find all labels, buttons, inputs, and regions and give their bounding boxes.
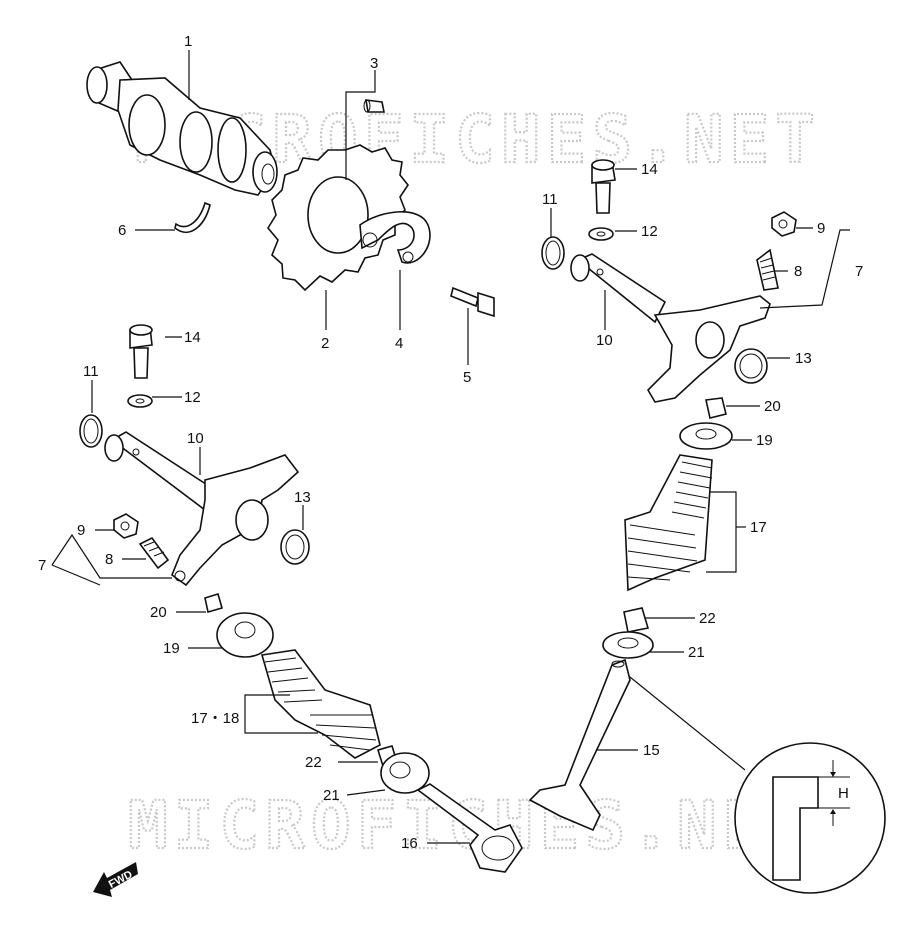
- callout-17-18-left: 17・18: [191, 710, 239, 727]
- valve-cotter-left: [204, 592, 223, 614]
- callout-16: 16: [401, 835, 418, 852]
- callout-5: 5: [463, 369, 471, 386]
- dimension-h-label: H: [838, 785, 849, 802]
- callout-6: 6: [118, 222, 126, 239]
- dowel-pin: [363, 99, 385, 113]
- callout-4: 4: [395, 335, 403, 352]
- callout-14-left: 14: [184, 329, 201, 346]
- circlip: [174, 201, 211, 234]
- rocker-arm-right: [646, 295, 771, 403]
- callout-7-left: 7: [38, 557, 46, 574]
- callout-7-right: 7: [855, 263, 863, 280]
- rocker-shaft-left: [104, 431, 217, 512]
- adjust-screw-left: [138, 536, 170, 570]
- callout-20-left: 20: [150, 604, 167, 621]
- leader-lines: [51, 50, 850, 844]
- spring-retainer-right: [679, 422, 733, 450]
- valve-stem-seal-right: [623, 607, 650, 633]
- valve-cotter-right: [705, 397, 727, 419]
- o-ring-shaft-right: [541, 236, 565, 270]
- callout-10-right: 10: [596, 332, 613, 349]
- callout-14-right: 14: [641, 161, 658, 178]
- spring-retainer-left: [216, 612, 274, 658]
- callout-9-right: 9: [817, 220, 825, 237]
- callout-19-right: 19: [756, 432, 773, 449]
- camshaft: [86, 61, 278, 196]
- o-ring-shaft-left: [79, 414, 103, 448]
- callout-21-left: 21: [323, 787, 340, 804]
- callout-15: 15: [643, 742, 660, 759]
- callout-17-right: 17: [750, 519, 767, 536]
- rocker-arm-left: [171, 454, 300, 587]
- o-ring-rocker-right: [734, 348, 768, 384]
- washer-right: [588, 227, 614, 241]
- callout-labels: 1 2 3 4 5 6 14 12 11 10 9 8 7 13 20 19 1…: [38, 33, 863, 852]
- callout-22-right: 22: [699, 610, 716, 627]
- callout-11-left: 11: [83, 363, 99, 380]
- spring-seat-left: [380, 752, 430, 794]
- o-ring-rocker-left: [280, 529, 310, 565]
- detail-view: H: [629, 676, 886, 894]
- callout-12-right: 12: [641, 223, 658, 240]
- spring-seat-right: [602, 631, 654, 659]
- cam-plate: [359, 211, 431, 264]
- callout-10-left: 10: [187, 430, 204, 447]
- callout-19-left: 19: [163, 640, 180, 657]
- cam-sprocket: [267, 144, 409, 292]
- fwd-label: FWD: [107, 868, 135, 890]
- valve-left: [416, 783, 523, 873]
- bolt-right: [591, 159, 616, 214]
- callout-20-right: 20: [764, 398, 781, 415]
- callout-8-right: 8: [794, 263, 802, 280]
- adjust-screw-right: [756, 248, 779, 291]
- valve-right: [528, 658, 631, 832]
- fwd-arrow: FWD: [93, 862, 138, 897]
- callout-22-left: 22: [305, 754, 322, 771]
- adjust-nut-left: [113, 513, 139, 539]
- valve-springs-left: [260, 649, 381, 759]
- callout-1: 1: [184, 33, 192, 50]
- callout-12-left: 12: [184, 389, 201, 406]
- callout-3: 3: [370, 55, 378, 72]
- adjust-nut-right: [771, 211, 797, 237]
- valve-springs-right: [624, 454, 713, 592]
- washer-left: [127, 394, 153, 408]
- callout-2: 2: [321, 335, 329, 352]
- callout-13-right: 13: [795, 350, 812, 367]
- sprocket-bolt: [450, 286, 495, 318]
- callout-13-left: 13: [294, 489, 311, 506]
- callout-8-left: 8: [105, 551, 113, 568]
- callout-21-right: 21: [688, 644, 705, 661]
- callout-9-left: 9: [77, 522, 85, 539]
- rocker-shaft-right: [570, 253, 667, 324]
- callout-11-right: 11: [542, 191, 558, 208]
- bolt-left: [129, 324, 153, 379]
